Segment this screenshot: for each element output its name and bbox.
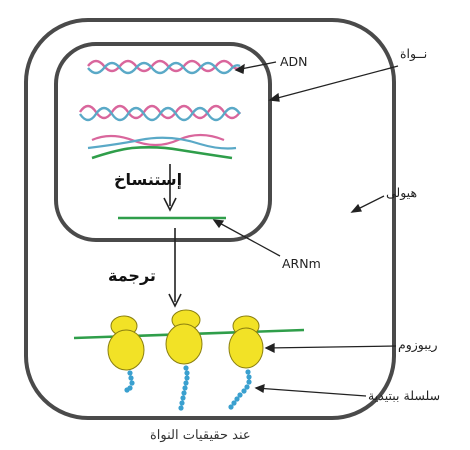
label-nucleus: نــواة [400, 46, 427, 61]
peptide-chain-1 [124, 370, 134, 392]
label-ribosome: ريبوزوم [398, 337, 438, 352]
dna-double-helix [80, 61, 240, 158]
step-transcription: إستنساخ [114, 170, 182, 189]
label-peptide-chain: سلسلة ببتيدية [368, 388, 440, 403]
ribosome-2 [166, 310, 202, 364]
pointer-peptide [256, 388, 366, 396]
dna-open-strand-pink [92, 135, 224, 145]
label-cytoplasm: هيولى [386, 185, 417, 200]
label-dna: ADN [280, 54, 308, 69]
ribosome-1 [108, 316, 144, 370]
pointer-ribosome [266, 346, 396, 348]
peptide-chain-2 [178, 365, 189, 410]
pointer-mrna-head [214, 220, 223, 227]
pointer-peptide-head [256, 385, 264, 392]
peptide-chain-3 [228, 369, 251, 409]
diagram-caption: عند حقيقيات النواة [150, 428, 251, 443]
ribosome-3 [229, 316, 263, 368]
label-mrna: ARNm [282, 256, 321, 271]
pointer-nucleus [270, 66, 398, 100]
pointer-ribosome-head [266, 344, 274, 352]
transcribing-rna-strand [92, 147, 232, 158]
step-translation: ترجمة [108, 266, 156, 285]
pointer-cytoplasm-head [352, 205, 361, 212]
